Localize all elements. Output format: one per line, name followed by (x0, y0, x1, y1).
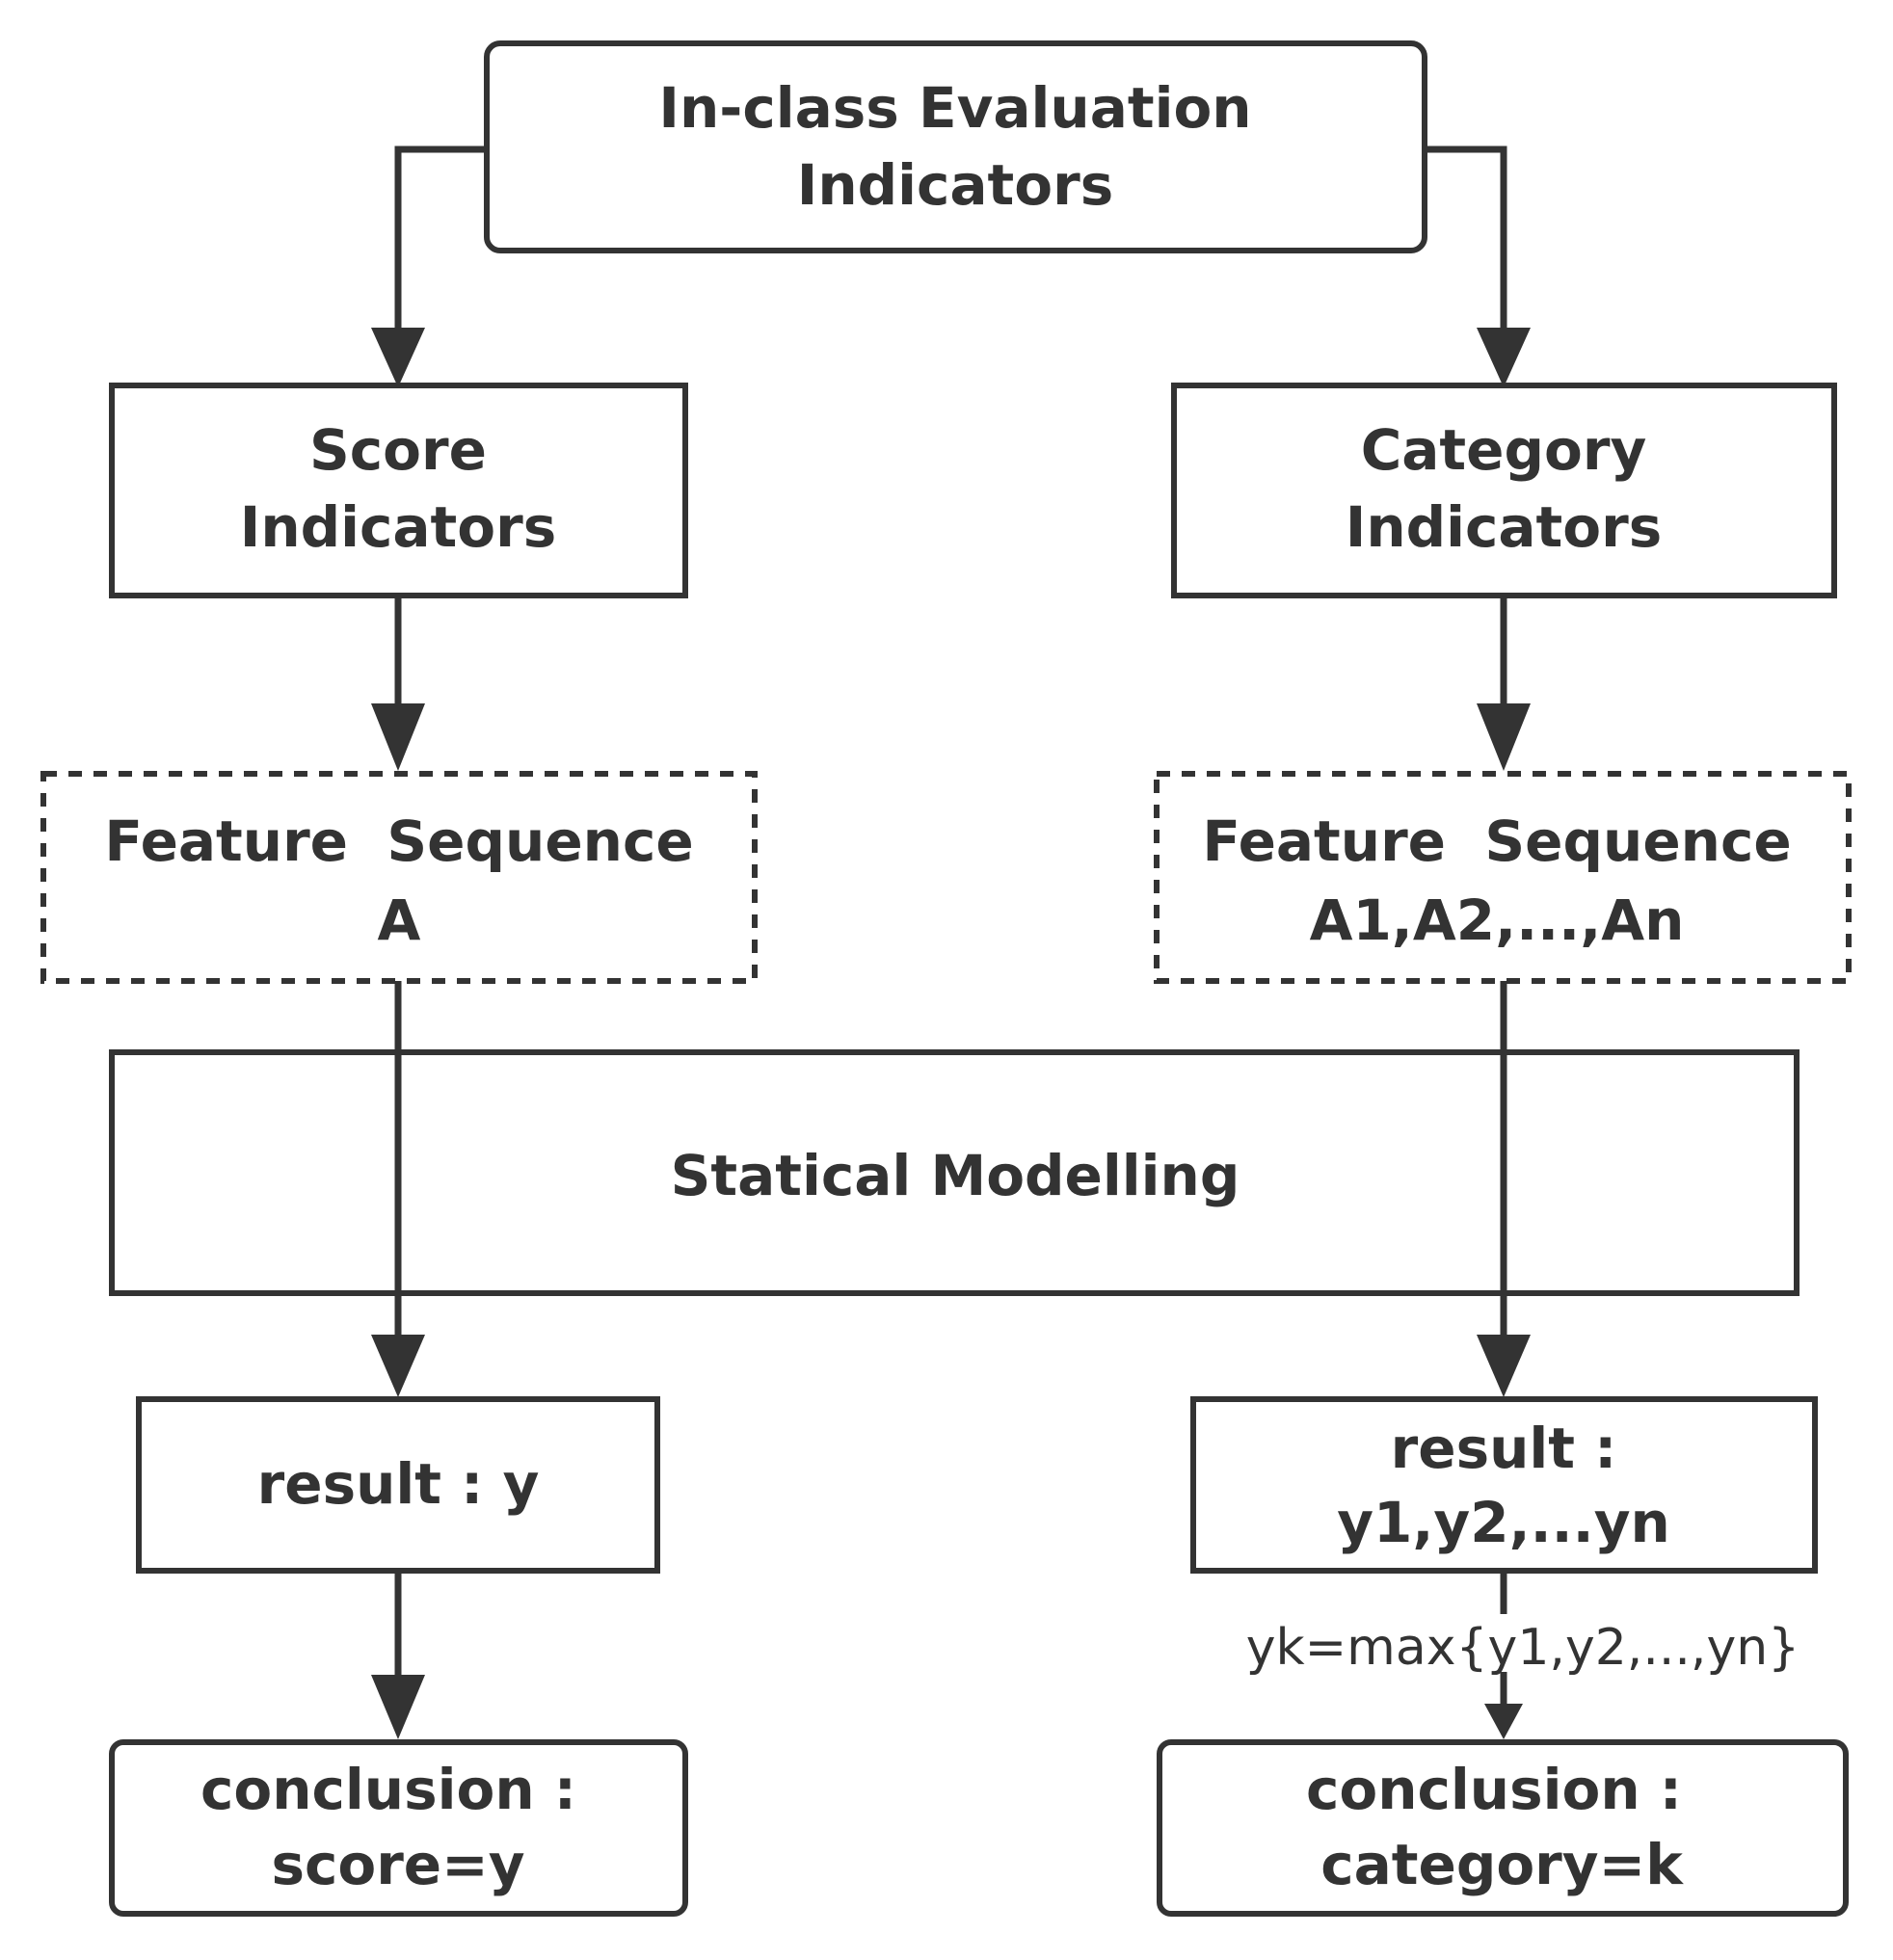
node-conclusion-right-line2: category=k (1320, 1832, 1684, 1897)
node-modelling-line1: Statical Modelling (671, 1143, 1240, 1208)
node-conclusion-right-line1: conclusion : (1306, 1757, 1682, 1822)
edge-result-to-conclusion-left-group (371, 1571, 425, 1739)
node-score-line2: Indicators (240, 494, 557, 560)
node-feature-sequence-a: Feature Sequence A (40, 771, 758, 984)
node-category-line2: Indicators (1346, 494, 1663, 560)
node-conclusion-left-line1: conclusion : (200, 1757, 576, 1822)
node-category-line1: Category (1361, 417, 1647, 483)
node-conclusion-left-line2: score=y (271, 1832, 524, 1897)
node-top-line1: In-class Evaluation (658, 75, 1251, 141)
node-score-indicators: Score Indicators (109, 383, 688, 598)
arrowhead-score-to-feature-a (371, 703, 425, 771)
node-in-class-evaluation-indicators: In-class Evaluation Indicators (484, 40, 1427, 253)
edge-label-max-rule: yk=max{y1,y2,...,yn} (1246, 1619, 1800, 1677)
edges (371, 146, 1531, 771)
node-conclusion-category: conclusion : category=k (1157, 1739, 1849, 1917)
arrowhead-result-to-conclusion-right (1484, 1704, 1523, 1739)
edge-result-to-conclusion-right-group: yk=max{y1,y2,...,yn} (1246, 1571, 1800, 1739)
node-result-right-line1: result : (1391, 1416, 1617, 1481)
arrowhead-top-to-score (371, 328, 425, 387)
node-result-left-line1: result : y (257, 1451, 540, 1517)
node-feature-right-line1: Feature Sequence (1202, 808, 1791, 874)
arrowhead-feature-an-to-result (1477, 1335, 1531, 1397)
node-result-right-line2: y1,y2,...yn (1337, 1490, 1670, 1555)
edge-top-to-category (1425, 146, 1507, 337)
node-result-y: result : y (136, 1396, 660, 1574)
node-score-line1: Score (309, 417, 487, 483)
node-feature-left-line2: A (378, 887, 421, 953)
arrowhead-category-to-feature-an (1477, 703, 1531, 771)
node-statical-modelling: Statical Modelling (109, 1049, 1800, 1296)
node-result-yn: result : y1,y2,...yn (1190, 1396, 1818, 1574)
node-feature-sequence-an: Feature Sequence A1,A2,...,An (1154, 771, 1852, 984)
arrowhead-top-to-category (1477, 328, 1531, 387)
node-top-line2: Indicators (797, 152, 1114, 218)
edge-top-to-score (394, 146, 487, 337)
arrowhead-feature-a-to-result (371, 1335, 425, 1397)
node-feature-right-line2: A1,A2,...,An (1310, 887, 1685, 953)
node-feature-left-line1: Feature Sequence (104, 808, 693, 874)
edges-through-modelling (371, 981, 1531, 1397)
node-category-indicators: Category Indicators (1171, 383, 1837, 598)
node-conclusion-score: conclusion : score=y (109, 1739, 688, 1917)
arrowhead-result-to-conclusion-left (371, 1675, 425, 1739)
